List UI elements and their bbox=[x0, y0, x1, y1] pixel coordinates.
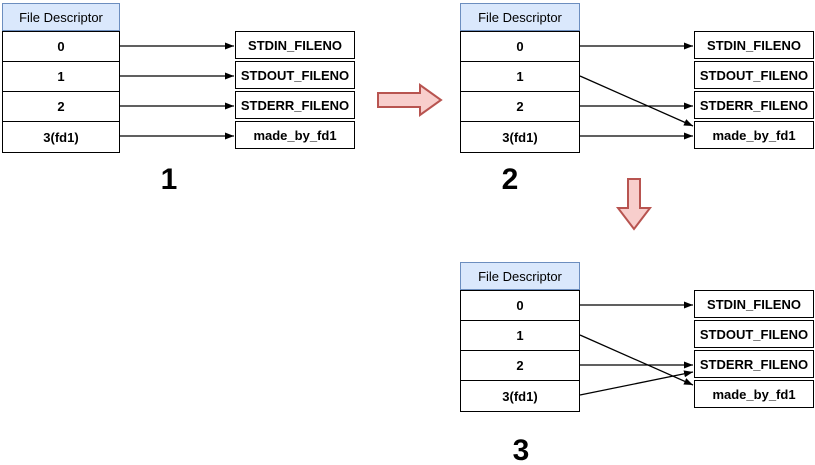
file-boxes-column: STDIN_FILENO STDOUT_FILENO STDERR_FILENO… bbox=[694, 31, 814, 151]
fd-row-0: 0 bbox=[461, 32, 579, 62]
fd-row-3: 3(fd1) bbox=[43, 129, 79, 145]
panel-1: File Descriptor 0 1 2 3(fd1) STDIN_FILEN… bbox=[2, 3, 355, 153]
panel-2: File Descriptor 0 1 2 3(fd1) STDIN_FILEN… bbox=[460, 3, 814, 153]
file-box-stdin: STDIN_FILENO bbox=[235, 31, 355, 59]
file-box-stdout: STDOUT_FILENO bbox=[694, 320, 814, 348]
fd-row-1: 1 bbox=[461, 321, 579, 351]
fd-table: 0 1 2 3(fd1) bbox=[2, 31, 120, 153]
file-box-stdout: STDOUT_FILENO bbox=[694, 61, 814, 89]
panel-3: File Descriptor 0 1 2 3(fd1) STDIN_FILEN… bbox=[460, 262, 814, 412]
file-box-stdin: STDIN_FILENO bbox=[694, 31, 814, 59]
file-box-made-by-fd1: made_by_fd1 bbox=[694, 380, 814, 408]
file-box-stderr: STDERR_FILENO bbox=[694, 350, 814, 378]
step-label-2: 2 bbox=[501, 163, 519, 196]
fd-row-1: 1 bbox=[3, 62, 119, 92]
step-label-1: 1 bbox=[160, 163, 178, 196]
file-box-stderr: STDERR_FILENO bbox=[235, 91, 355, 119]
fd-row-3: 3(fd1) bbox=[502, 129, 538, 145]
transition-arrow-down-icon bbox=[615, 178, 653, 231]
fd-table-header: File Descriptor bbox=[460, 3, 580, 31]
fd-table-header: File Descriptor bbox=[460, 262, 580, 290]
fd-row-2: 2 bbox=[3, 92, 119, 122]
fd-row-1: 1 bbox=[461, 62, 579, 92]
file-box-made-by-fd1: made_by_fd1 bbox=[235, 121, 355, 149]
file-boxes-column: STDIN_FILENO STDOUT_FILENO STDERR_FILENO… bbox=[694, 290, 814, 410]
fd-row-2: 2 bbox=[461, 351, 579, 381]
fd-table: 0 1 2 3(fd1) bbox=[460, 290, 580, 412]
file-box-stdout: STDOUT_FILENO bbox=[235, 61, 355, 89]
file-boxes-column: STDIN_FILENO STDOUT_FILENO STDERR_FILENO… bbox=[235, 31, 355, 151]
transition-arrow-right-icon bbox=[377, 83, 443, 117]
file-box-made-by-fd1: made_by_fd1 bbox=[694, 121, 814, 149]
fd-row-3: 3(fd1) bbox=[502, 388, 538, 404]
fd-table: 0 1 2 3(fd1) bbox=[460, 31, 580, 153]
fd-row-0: 0 bbox=[3, 32, 119, 62]
fd-table-header: File Descriptor bbox=[2, 3, 120, 31]
file-box-stderr: STDERR_FILENO bbox=[694, 91, 814, 119]
step-label-3: 3 bbox=[512, 434, 530, 465]
fd-row-0: 0 bbox=[461, 291, 579, 321]
fd-row-2: 2 bbox=[461, 92, 579, 122]
file-box-stdin: STDIN_FILENO bbox=[694, 290, 814, 318]
